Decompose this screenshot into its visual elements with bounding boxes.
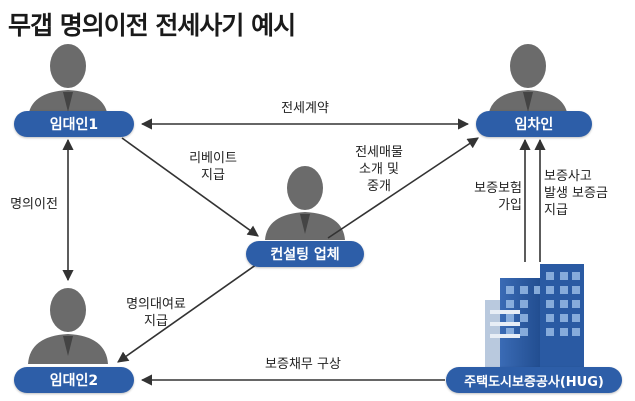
node-landlord1: 임대인1 bbox=[14, 111, 134, 137]
landlord1-person-icon bbox=[28, 44, 108, 118]
label-name-transfer: 명의이전 bbox=[10, 197, 58, 212]
label-listing: 전세매물 소개 및 중개 bbox=[355, 145, 403, 194]
node-landlord2: 임대인2 bbox=[14, 367, 134, 393]
landlord2-person-icon bbox=[28, 288, 108, 364]
label-lease-contract: 전세계약 bbox=[281, 101, 329, 116]
label-insurance-join: 보증보험 가입 bbox=[474, 181, 522, 213]
label-rebate: 리베이트 지급 bbox=[189, 151, 237, 183]
tenant-person-icon bbox=[488, 44, 568, 118]
arrow-name-lend-fee bbox=[117, 261, 261, 363]
diagram-title: 무갭 명의이전 전세사기 예시 bbox=[8, 11, 296, 40]
hug-building-icon bbox=[485, 264, 584, 370]
label-debt-claim: 보증채무 구상 bbox=[265, 357, 341, 372]
arrow-rebate bbox=[121, 137, 259, 237]
label-guarantee-pay: 보증사고 발생 보증금 지급 bbox=[544, 169, 608, 218]
node-tenant: 임차인 bbox=[476, 111, 592, 137]
node-consulting: 컨설팅 업체 bbox=[246, 241, 364, 267]
label-name-lend-fee: 명의대여료 지급 bbox=[126, 297, 186, 329]
consulting-person-icon bbox=[265, 166, 345, 240]
arrow-listing bbox=[327, 137, 479, 239]
node-hug: 주택도시보증공사(HUG) bbox=[446, 367, 622, 393]
